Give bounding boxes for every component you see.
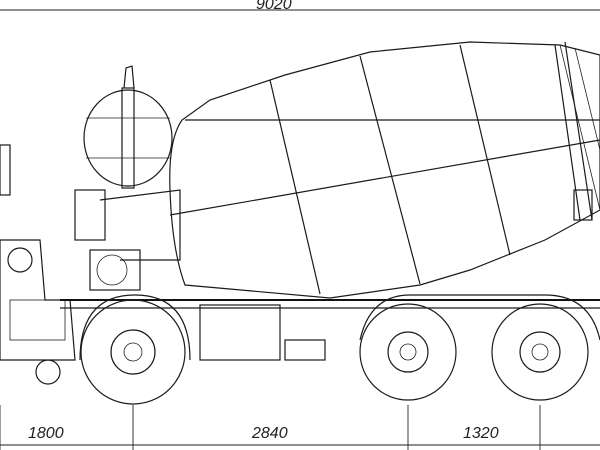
wheelbase-dimensions: 1800 2840 1320 bbox=[0, 405, 600, 450]
rear-wheel-2 bbox=[491, 303, 589, 401]
overall-dimension: 9020 bbox=[0, 0, 600, 13]
water-tank bbox=[83, 65, 173, 189]
mixer-drum bbox=[169, 41, 600, 299]
rear-wheel-1 bbox=[359, 303, 457, 401]
dimension-wheelbase: 2840 bbox=[251, 425, 288, 442]
drive-unit bbox=[74, 189, 181, 291]
discharge-chute bbox=[554, 41, 593, 221]
dimension-rear-axle-spacing: 1320 bbox=[463, 425, 499, 442]
dimension-front-overhang: 1800 bbox=[28, 425, 64, 442]
cab-front bbox=[0, 144, 76, 385]
fenders bbox=[79, 294, 600, 361]
front-wheel bbox=[80, 299, 186, 405]
chassis-frame bbox=[60, 299, 600, 361]
overall-length-label: 9020 bbox=[256, 0, 292, 13]
